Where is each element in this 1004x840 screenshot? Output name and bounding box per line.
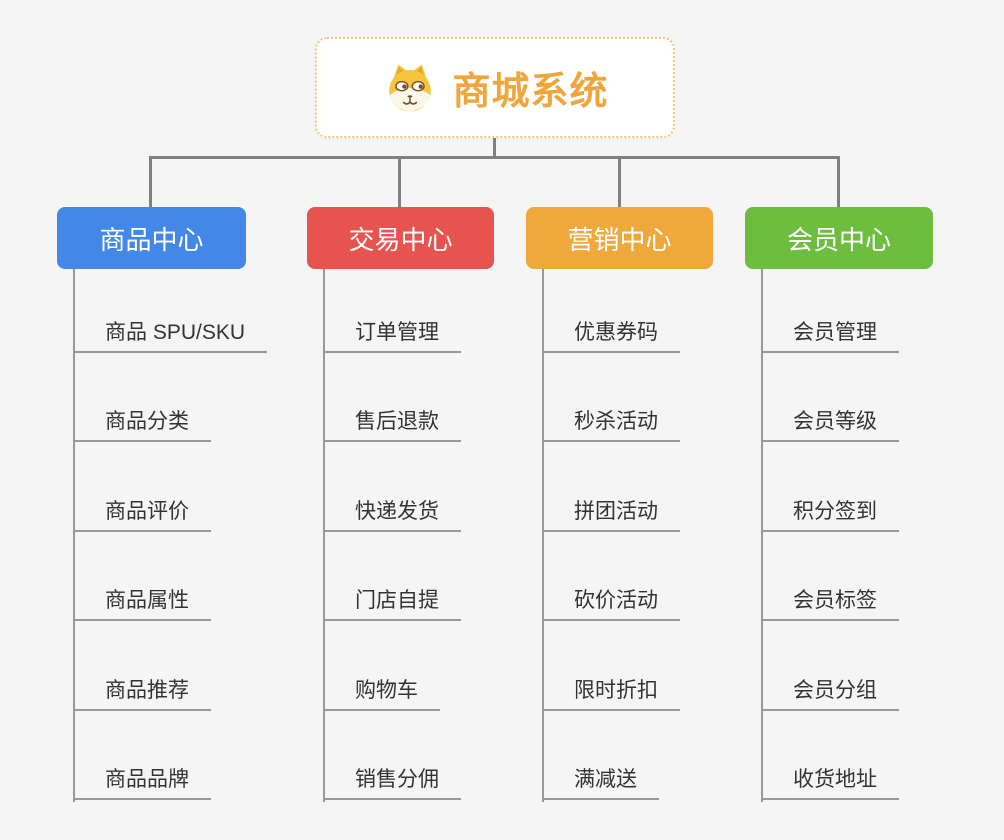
connector-root-stem (493, 138, 496, 158)
child-item[interactable]: 会员等级 (761, 408, 899, 442)
child-item[interactable]: 满减送 (542, 766, 659, 800)
connector-drop-1 (149, 156, 152, 207)
branch-label: 商品中心 (99, 224, 204, 255)
child-item[interactable]: 商品推荐 (73, 677, 211, 711)
child-item[interactable]: 优惠券码 (542, 319, 680, 353)
root-title: 商城系统 (452, 71, 609, 113)
connector-rail-members (761, 269, 763, 802)
child-item[interactable]: 收货地址 (761, 766, 899, 800)
branch-label: 营销中心 (567, 224, 672, 255)
child-item[interactable]: 积分签到 (761, 498, 899, 532)
child-item[interactable]: 商品属性 (73, 587, 211, 621)
branch-label: 交易中心 (348, 224, 453, 255)
child-item[interactable]: 会员标签 (761, 587, 899, 621)
child-item[interactable]: 商品分类 (73, 408, 211, 442)
child-item[interactable]: 会员分组 (761, 677, 899, 711)
connector-drop-3 (618, 156, 621, 207)
child-item[interactable]: 售后退款 (323, 408, 461, 442)
child-item[interactable]: 快递发货 (323, 498, 461, 532)
connector-rail-marketing (542, 269, 544, 802)
child-item[interactable]: 购物车 (323, 677, 440, 711)
branch-node-trade[interactable]: 交易中心 (307, 207, 494, 269)
child-item[interactable]: 商品 SPU/SKU (73, 319, 268, 353)
root-node[interactable]: 商城系统 (315, 37, 675, 138)
child-item[interactable]: 会员管理 (761, 319, 899, 353)
child-item[interactable]: 门店自提 (323, 587, 461, 621)
child-item[interactable]: 拼团活动 (542, 498, 680, 532)
connector-bus (149, 156, 840, 159)
child-item[interactable]: 砍价活动 (542, 587, 680, 621)
shiba-dog-icon (381, 60, 439, 116)
child-item[interactable]: 订单管理 (323, 319, 461, 353)
child-item[interactable]: 秒杀活动 (542, 408, 680, 442)
connector-drop-4 (837, 156, 840, 207)
connector-rail-products (73, 269, 75, 802)
branch-node-members[interactable]: 会员中心 (745, 207, 933, 269)
connector-drop-2 (398, 156, 401, 207)
branch-node-marketing[interactable]: 营销中心 (526, 207, 713, 269)
child-item[interactable]: 限时折扣 (542, 677, 680, 711)
child-item[interactable]: 销售分佣 (323, 766, 461, 800)
child-item[interactable]: 商品评价 (73, 498, 211, 532)
child-item[interactable]: 商品品牌 (73, 766, 211, 800)
branch-label: 会员中心 (786, 224, 891, 255)
connector-rail-trade (323, 269, 325, 802)
branch-node-products[interactable]: 商品中心 (57, 207, 246, 269)
